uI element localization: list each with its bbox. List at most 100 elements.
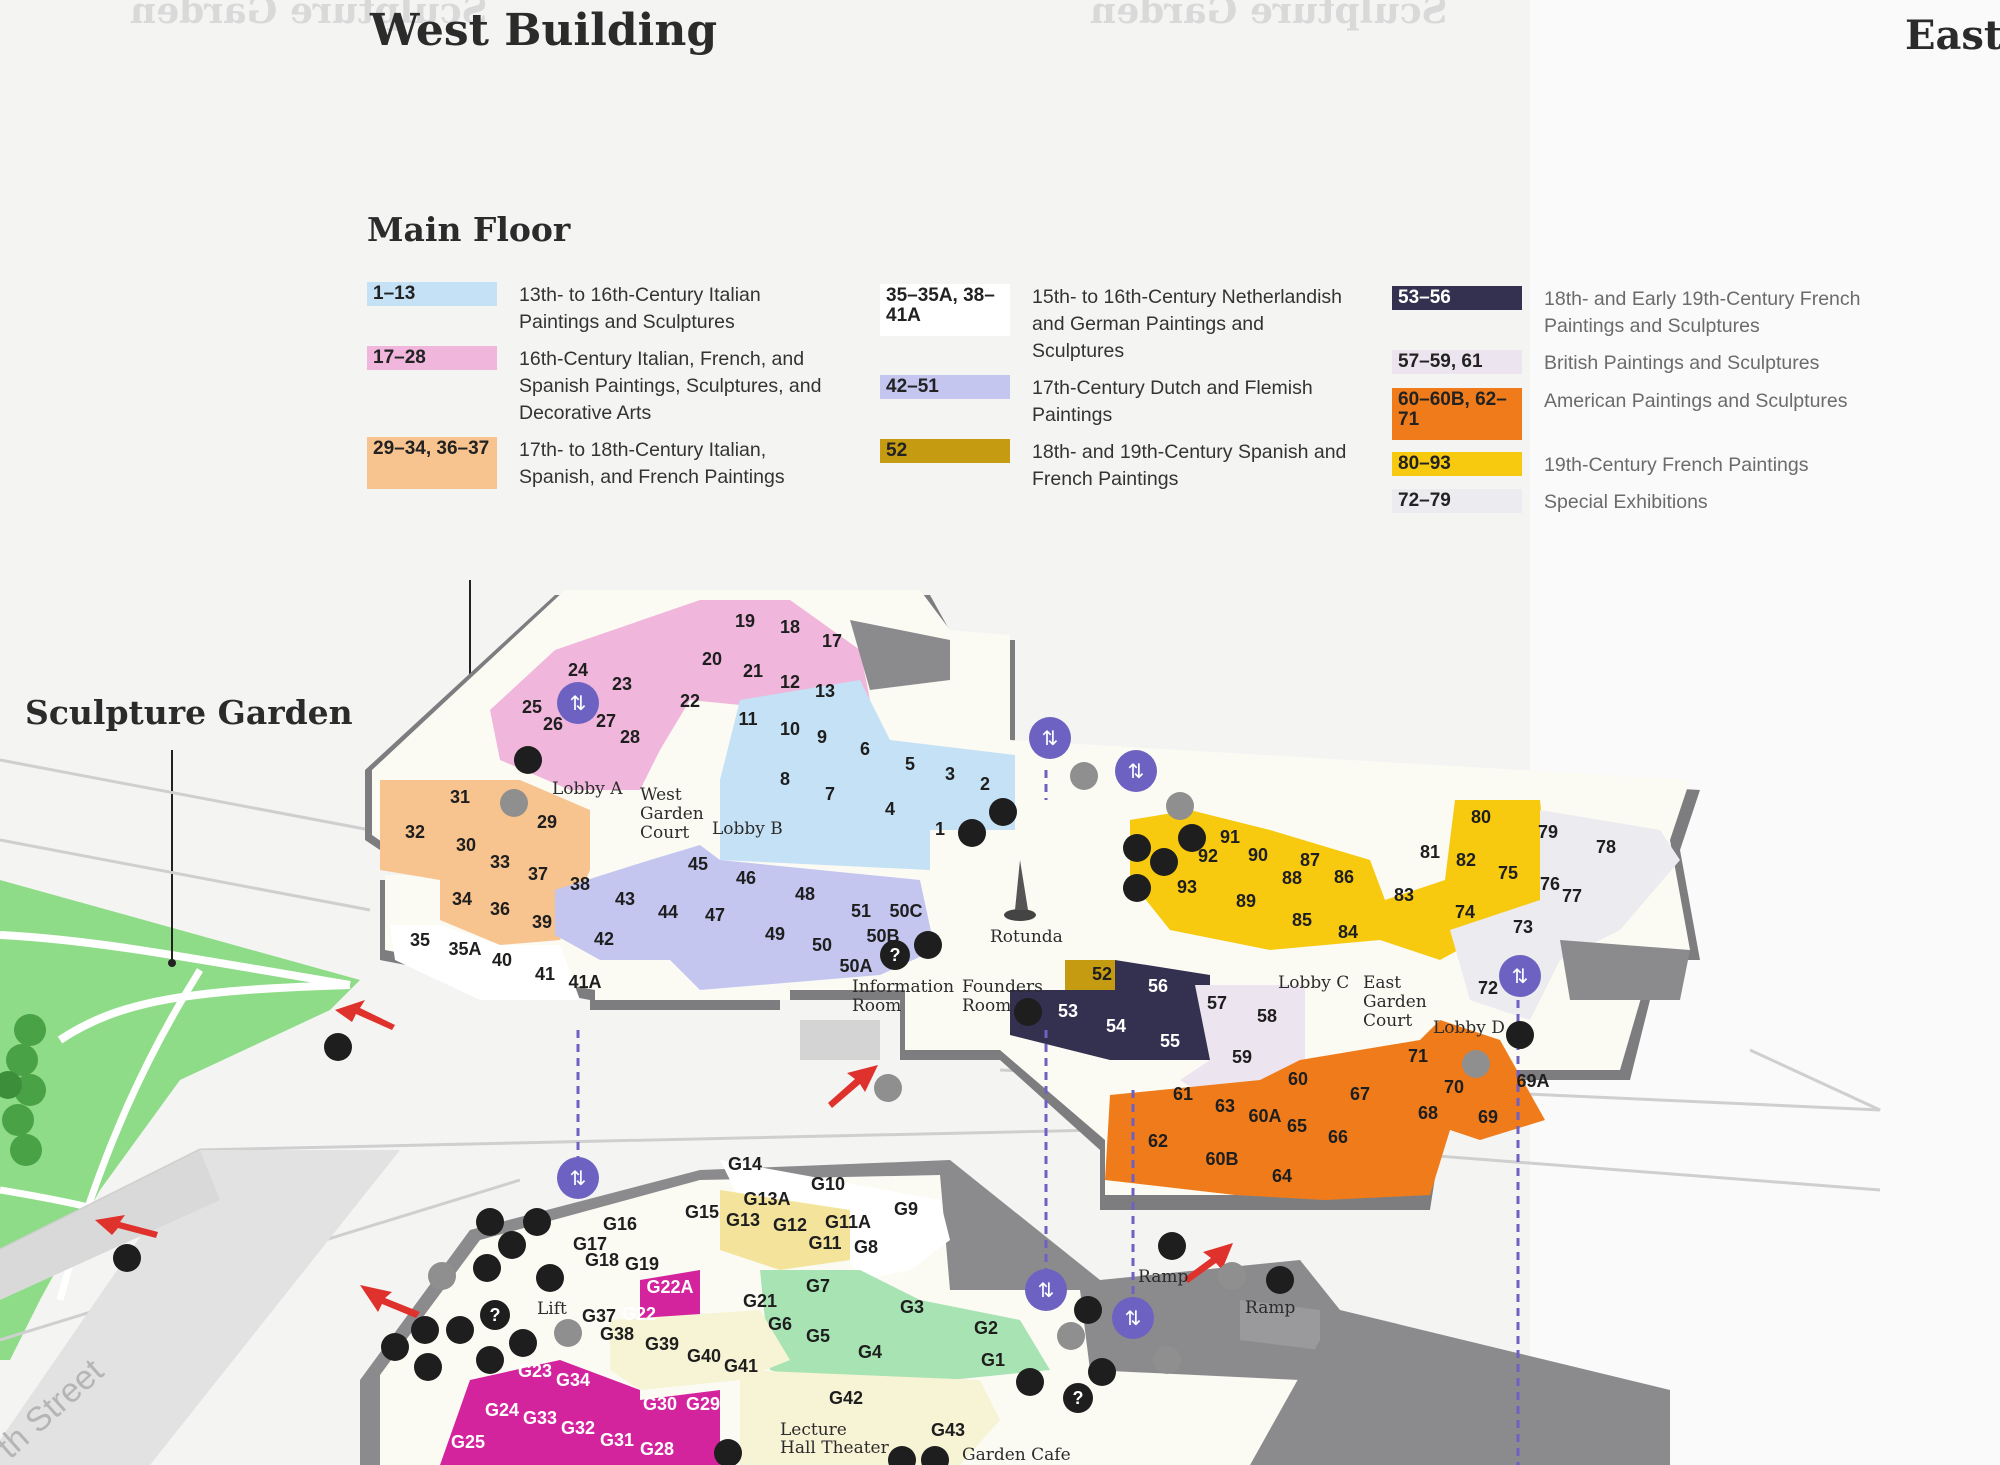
room-label-80: 80 [1471,807,1491,827]
room-label-11: 11 [738,709,757,729]
entrance-arrow-icon [360,1285,420,1318]
room-label-g37: G37 [582,1306,616,1326]
room-label-17: 17 [822,631,842,651]
room-label-g14: G14 [728,1154,762,1174]
accessible-icon [1178,824,1206,852]
room-label-g6: G6 [768,1314,792,1334]
room-label-85: 85 [1292,910,1312,930]
room-label-64: 64 [1272,1166,1292,1186]
entrance-arrow-icon [1184,1243,1233,1283]
room-label-39: 39 [532,912,552,932]
restroom-icon [1123,874,1151,902]
ground-yellow-rooms [720,1190,850,1270]
founders-room-label-2: Room [962,996,1011,1016]
room-label-g9: G9 [894,1199,918,1219]
legend-description: British Paintings and Sculptures [1544,352,1820,374]
room-52-area [1065,960,1115,990]
room-label-g42: G42 [829,1388,863,1408]
room-label-50a: 50A [839,956,872,976]
ground-east-wing [1250,1340,1670,1465]
audio-guide-icon [914,931,942,959]
room-label-g41: G41 [724,1356,758,1376]
west-building-title: West Building [370,5,718,56]
elevator-icon: ⇅ [1499,955,1541,997]
lecture-hall-label-2: Hall Theater [780,1438,890,1458]
room-label-g11a: G11A [825,1212,871,1232]
room-label-31: 31 [450,787,470,807]
legend-item: 60–60B, 62–71 American Paintings and Scu… [1392,388,1864,440]
room-label-g2: G2 [974,1318,998,1338]
room-label-60: 60 [1288,1069,1308,1089]
room-label-7: 7 [825,784,835,804]
restroom-icon [476,1208,504,1236]
stairs-icon [1462,1050,1490,1078]
svg-text:?: ? [890,945,901,965]
legend-item: 80–93 19th-Century French Paintings [1392,452,1864,479]
room-label-67: 67 [1350,1084,1370,1104]
stairs-icon [500,789,528,817]
room-label-42: 42 [594,929,614,949]
rooms-29-37-area [380,780,590,945]
room-label-90: 90 [1248,845,1268,865]
room-label-61: 61 [1173,1084,1193,1104]
legend-swatch: 1–13 [367,282,497,306]
room-label-51: 51 [851,901,871,921]
legend-description: 15th- to 16th-Century Netherlandish and … [1032,286,1343,362]
room-label-g3: G3 [900,1297,924,1317]
room-label-60a: 60A [1248,1106,1281,1126]
room-label-35: 35 [410,930,430,950]
room-label-47: 47 [705,905,725,925]
svg-text:⇅: ⇅ [1128,759,1145,783]
water-fountain-icon [514,746,542,774]
room-label-g11: G11 [808,1233,841,1253]
ground-magenta-rooms [440,1360,640,1465]
ground-floor-room-labels: G1G2G3G4G5G6G7G8G9G10G11G11AG12G13G13AG1… [451,1154,1005,1459]
room-label-g4: G4 [858,1342,882,1362]
room-label-70: 70 [1444,1077,1464,1097]
ground-magenta-rooms-3 [640,1390,720,1465]
family-restroom-icon [381,1333,409,1361]
svg-text:⇅: ⇅ [1125,1306,1142,1330]
room-label-g34: G34 [556,1370,590,1390]
sculpture-garden-lawn [0,580,471,1360]
accessible-icon [1158,1232,1186,1260]
legend-swatch: 35–35A, 38–41A [880,284,1010,336]
rooms-35-41a-area [390,925,580,1000]
room-label-78: 78 [1596,837,1616,857]
service-block [850,620,950,690]
legend-swatch: 17–28 [367,346,497,370]
legend-description: 17th- to 18th-Century Italian, Spanish, … [519,439,785,488]
room-label-43: 43 [615,889,635,909]
west-garden-court-label-2: Garden [640,804,704,824]
svg-text:⇅: ⇅ [570,1166,587,1190]
room-label-50: 50 [812,935,832,955]
legend-swatch: 57–59, 61 [1392,350,1522,374]
room-label-g8: G8 [854,1237,878,1257]
room-label-g12: G12 [773,1215,807,1235]
elevator-icon: ⇅ [557,1157,599,1199]
accessible-icon [113,1244,141,1272]
restroom-icon [888,1446,916,1465]
legend-item: 35–35A, 38–41A 15th- to 16th-Century Net… [880,284,1352,365]
legend-swatch: 53–56 [1392,286,1522,310]
room-label-g28: G28 [640,1439,674,1459]
rooms-17-28-area [490,600,870,790]
room-label-g19: G19 [625,1254,659,1274]
legend-swatch: 80–93 [1392,452,1522,476]
garden-tree [10,1134,42,1166]
rotunda-label: Rotunda [990,927,1063,947]
room-label-79: 79 [1538,822,1558,842]
room-label-g1: G1 [981,1350,1005,1370]
room-label-89: 89 [1236,891,1256,911]
room-label-g32: G32 [561,1418,595,1438]
svg-text:⇅: ⇅ [1512,964,1529,988]
east-garden-court-label-3: Court [1363,1011,1412,1031]
room-label-18: 18 [780,617,800,637]
garden-path-2 [57,981,351,1044]
room-label-75: 75 [1498,863,1518,883]
accessible-icon [536,1264,564,1292]
room-label-52: 52 [1092,964,1112,984]
ground-cream-rooms-2 [740,1370,1000,1465]
